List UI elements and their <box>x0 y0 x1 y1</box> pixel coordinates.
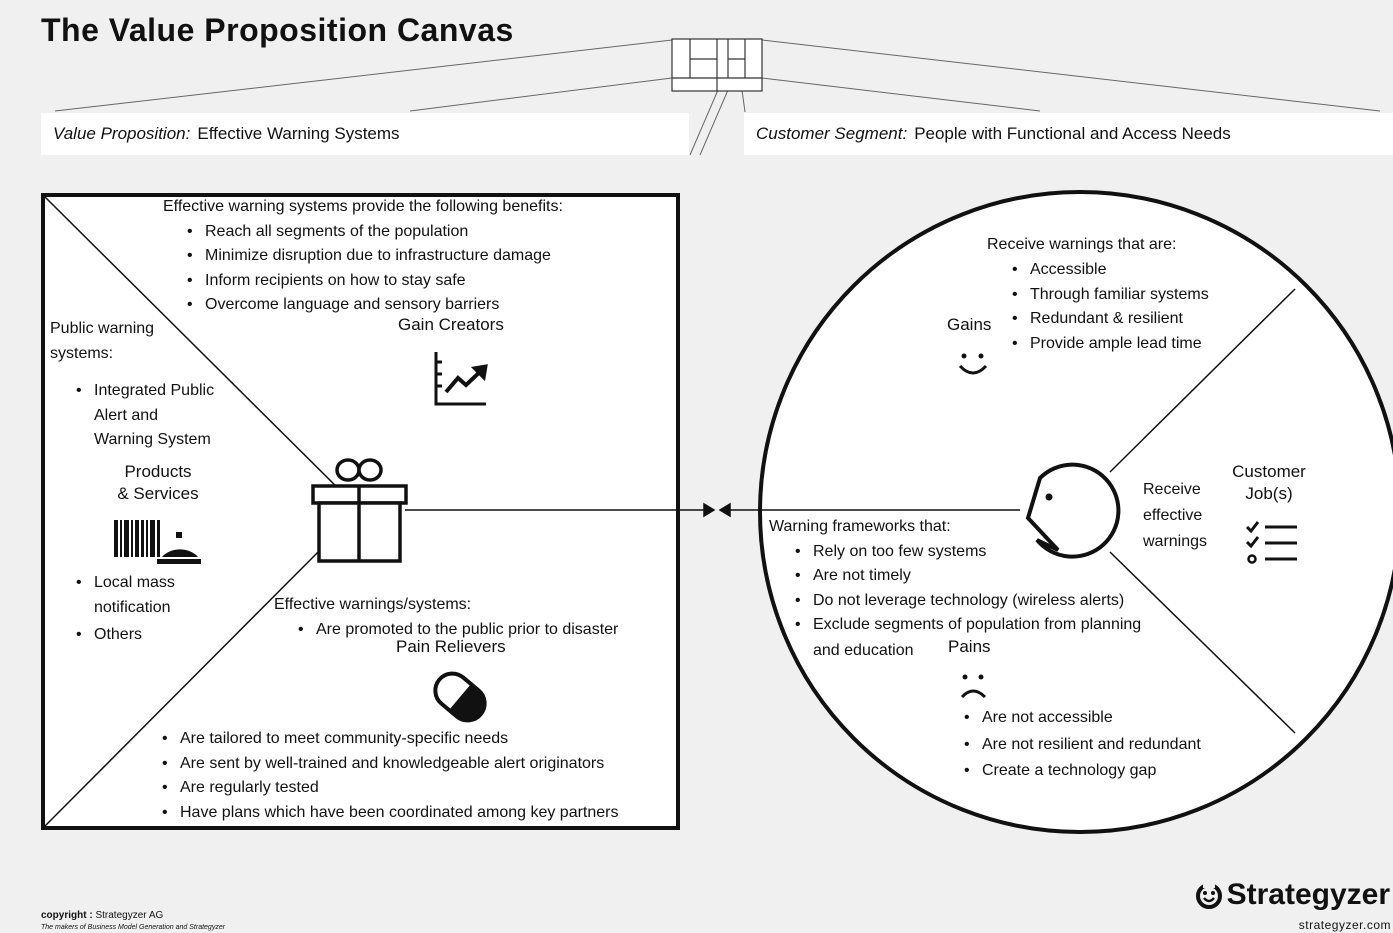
list-item: Overcome language and sensory barriers <box>183 293 563 318</box>
fit-arrows <box>405 502 1020 518</box>
list-item: Do not leverage technology (wireless ale… <box>791 589 1141 614</box>
list-item-line: Alert and <box>94 406 159 424</box>
canvas-title: The Value Proposition Canvas <box>41 12 514 48</box>
list-item: Have plans which have been coordinated a… <box>158 801 619 826</box>
copyright-owner: Strategyzer AG <box>95 910 164 921</box>
customer-segment-value: People with Functional and Access Needs <box>914 124 1231 143</box>
value-map-diagonal-bottom <box>44 509 361 827</box>
gain-creators-intro: Effective warning systems provide the fo… <box>163 198 563 215</box>
chart-up-icon <box>434 352 488 406</box>
customer-segment-bar: Customer Segment: People with Functional… <box>744 113 1393 155</box>
customer-jobs-heading-line: Job(s) <box>1245 484 1293 503</box>
frown-icon <box>960 674 987 699</box>
gift-icon <box>311 458 408 563</box>
list-item: Exclude segments of population from plan… <box>791 613 1141 638</box>
value-proposition-label: Value Proposition: <box>53 124 191 143</box>
products-heading-line: & Services <box>117 484 199 503</box>
pill-icon <box>433 671 487 723</box>
strategyzer-logo-text: Strategyzer <box>1226 878 1390 911</box>
list-item: Minimize disruption due to infrastructur… <box>183 244 563 269</box>
checklist-icon <box>1245 521 1297 564</box>
smile-icon <box>958 353 988 375</box>
barcode-bell-icon <box>114 520 201 564</box>
list-item: Are not accessible <box>960 705 1201 732</box>
list-item-line: Local mass <box>94 574 175 591</box>
list-item: Accessible <box>1008 258 1209 283</box>
customer-segment-label: Customer Segment: <box>756 124 908 143</box>
customer-jobs-heading-line: Customer <box>1232 462 1306 481</box>
pains-text: Warning frameworks that: Rely on too few… <box>769 515 1141 638</box>
pain-relievers-intro: Effective warnings/systems: <box>274 596 472 613</box>
customer-jobs-line: effective <box>1143 507 1203 524</box>
list-item: Others <box>72 623 175 648</box>
value-proposition-bar: Value Proposition: Effective Warning Sys… <box>41 113 689 155</box>
list-item: Rely on too few systems <box>791 540 1141 565</box>
products-text: Public warning systems: Integrated Publi… <box>50 317 214 453</box>
list-item: Through familiar systems <box>1008 283 1209 308</box>
customer-jobs-text: Receive effective warnings <box>1143 477 1207 555</box>
customer-jobs-line: warnings <box>1143 533 1208 550</box>
list-item: Are promoted to the public prior to disa… <box>294 618 618 643</box>
products-text-lower: Local mass notification Others <box>50 571 175 648</box>
list-item-line: Integrated Public <box>94 382 215 399</box>
list-item: Inform recipients on how to stay safe <box>183 269 563 294</box>
gains-heading: Gains <box>947 315 992 334</box>
gain-creators-text: Effective warning systems provide the fo… <box>163 195 563 318</box>
customer-jobs-line: Receive <box>1143 481 1201 498</box>
value-map-diagonal-top <box>44 196 361 511</box>
list-item: Reach all segments of the population <box>183 220 563 245</box>
products-intro-1: Public warning <box>50 320 155 337</box>
canvas-thumbnail-icon <box>671 38 763 92</box>
list-item: Are sent by well-trained and knowledgeab… <box>158 752 619 777</box>
pain-relievers-heading: Pain Relievers <box>396 637 506 656</box>
copyright-label: copyright : <box>41 910 93 921</box>
list-item: Integrated Public Alert and Warning Syst… <box>72 379 214 453</box>
copyright: copyright : Strategyzer AG <box>41 910 163 921</box>
pains-heading: Pains <box>948 637 991 656</box>
products-intro-2: systems: <box>50 344 114 362</box>
list-item: Are regularly tested <box>158 776 619 801</box>
list-item: Are tailored to meet community-specific … <box>158 727 619 752</box>
pains-item-continuation: and education <box>813 642 914 659</box>
gains-intro: Receive warnings that are: <box>987 236 1177 253</box>
customer-jobs-heading: Customer Job(s) <box>1222 461 1316 505</box>
products-heading-line: Products <box>124 462 192 481</box>
value-proposition-value: Effective Warning Systems <box>197 124 400 143</box>
list-item-line: notification <box>94 598 171 616</box>
strategyzer-logo: Strategyzer <box>1194 878 1390 912</box>
products-heading: Products & Services <box>100 461 216 505</box>
gains-list: Accessible Through familiar systems Redu… <box>988 258 1209 356</box>
customer-profile-divider-top <box>1109 288 1296 473</box>
strategyzer-logo-icon <box>1195 883 1222 909</box>
list-item: Local mass notification <box>72 571 175 620</box>
pain-relievers-list: Are tailored to meet community-specific … <box>138 727 619 825</box>
list-item: Redundant & resilient <box>1008 307 1209 332</box>
strategyzer-url[interactable]: strategyzer.com <box>1298 918 1391 932</box>
list-item: Create a technology gap <box>960 758 1201 785</box>
list-item: Provide ample lead time <box>1008 332 1209 357</box>
pains-intro: Warning frameworks that: <box>769 518 951 535</box>
pain-relievers-intro-block: Effective warnings/systems: Are promoted… <box>274 593 618 642</box>
copyright-tagline: The makers of Business Model Generation … <box>41 924 226 931</box>
gain-creators-heading: Gain Creators <box>398 315 504 334</box>
list-item: Are not resilient and redundant <box>960 732 1201 759</box>
list-item-line: Warning System <box>94 431 211 448</box>
list-item: Are not timely <box>791 564 1141 589</box>
pains-list-2: Are not accessible Are not resilient and… <box>960 705 1201 785</box>
